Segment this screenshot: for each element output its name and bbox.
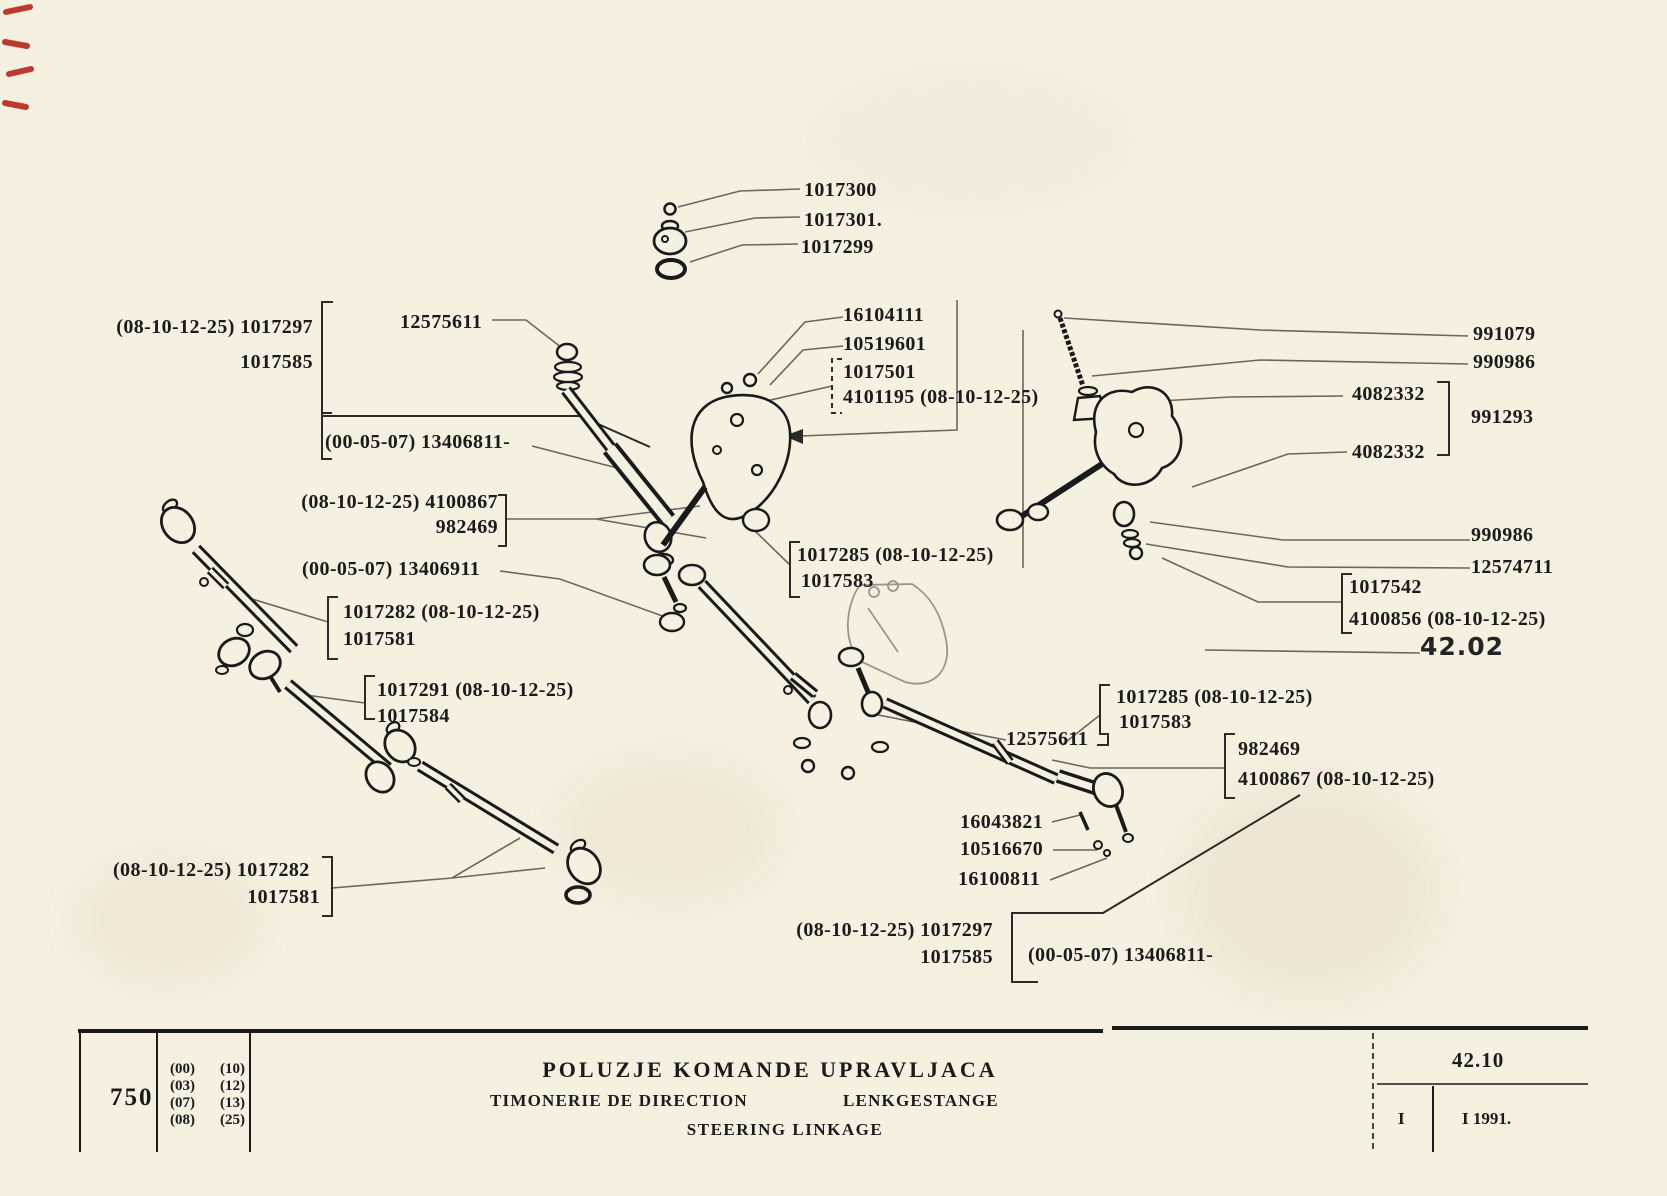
- part-number-label: 982469: [435, 516, 498, 538]
- steering-knuckle-drawing: [995, 309, 1183, 561]
- relay-bracket-drawing: [846, 580, 949, 685]
- part-number-label: 1017585: [920, 946, 993, 968]
- part-number-label: 1017285 (08-10-12-25): [797, 544, 994, 566]
- part-number-label: (00-05-07) 13406911: [302, 558, 481, 580]
- part-number-label: 4082332: [1352, 383, 1425, 405]
- part-number-label: 4100856 (08-10-12-25): [1349, 608, 1546, 630]
- variant-code: (08): [170, 1112, 195, 1128]
- variant-code: (07): [170, 1095, 195, 1111]
- leader-lines: [231, 188, 1471, 889]
- part-number-label: 1017581: [343, 628, 416, 650]
- part-number-label: 1017583: [801, 570, 874, 592]
- footer-rules: [78, 1026, 1588, 1152]
- part-number-label: 1017583: [1119, 711, 1192, 733]
- title-french: TIMONERIE DE DIRECTION: [490, 1091, 748, 1110]
- part-number-label: (00-05-07) 13406811-: [1028, 944, 1214, 966]
- part-number-label: 1017542: [1349, 576, 1422, 598]
- part-number-label: (08-10-12-25) 1017282: [113, 859, 310, 881]
- drop-arm-ball-joints-drawing: [642, 507, 771, 633]
- title-english: STEERING LINKAGE: [686, 1120, 884, 1139]
- title-serbian: POLUZJE KOMANDE UPRAVLJACA: [542, 1057, 998, 1082]
- part-number-label: (00-05-07) 13406811-: [325, 431, 511, 453]
- callout-brackets: [321, 301, 1450, 983]
- part-number-label: 1017285 (08-10-12-25): [1116, 686, 1313, 708]
- part-number-label: 1017584: [377, 705, 450, 727]
- title-german: LENKGESTANGE: [843, 1091, 999, 1110]
- part-number-label: 16043821: [960, 811, 1044, 833]
- part-number-label: 982469: [1238, 738, 1301, 760]
- part-number-label: 4100867 (08-10-12-25): [1238, 768, 1435, 790]
- part-number-label: 1017300: [804, 179, 877, 201]
- variant-code: (12): [220, 1078, 245, 1094]
- tie-rod-left-lower-drawing: [383, 721, 602, 905]
- ball-stud-top-drawing: [652, 202, 688, 280]
- part-number-label: 10519601: [843, 333, 927, 355]
- variant-code: (03): [170, 1078, 195, 1094]
- part-number-label: (08-10-12-25) 1017297: [796, 919, 993, 941]
- part-number-label: 991079: [1473, 323, 1536, 345]
- part-number-label: 4082332: [1352, 441, 1425, 463]
- part-number-label: 1017501: [843, 361, 916, 383]
- part-number-label: 16100811: [958, 868, 1041, 890]
- part-number-label: 12574711: [1471, 556, 1554, 578]
- section-number: 42.10: [1452, 1048, 1505, 1072]
- red-pen-mark-icon: [2, 4, 34, 110]
- drag-link-drawing: [697, 579, 833, 774]
- part-number-label: 16104111: [843, 304, 924, 326]
- part-number-label: 990986: [1471, 524, 1534, 546]
- drop-arm-drawing: [660, 372, 792, 547]
- variant-codes-table: (00) (10) (03) (12) (07) (13) (08) (25): [170, 1061, 254, 1129]
- relay-lever-joints-drawing: [837, 646, 890, 781]
- part-number-label: 1017585: [240, 351, 313, 373]
- variant-code: (10): [220, 1061, 245, 1077]
- part-number-label: 1017291 (08-10-12-25): [377, 679, 574, 701]
- variant-code: (00): [170, 1061, 195, 1077]
- part-number-label: 10516670: [960, 838, 1044, 860]
- part-number-label: 4101195 (08-10-12-25): [843, 386, 1039, 408]
- part-number-label: (08-10-12-25) 4100867: [301, 491, 498, 513]
- part-number-label: 991293: [1471, 406, 1534, 428]
- pointer-arrowhead: [784, 429, 803, 444]
- variant-code: (13): [220, 1095, 245, 1111]
- part-number-label: 1017301.: [804, 209, 883, 231]
- revision-mark: I: [1398, 1109, 1405, 1128]
- steering-column-link-drawing: [552, 342, 676, 568]
- part-number-label: (08-10-12-25) 1017297: [116, 316, 313, 338]
- part-number-label: 1017299: [801, 236, 874, 258]
- part-number-label: 1017581: [247, 886, 320, 908]
- part-number-label: 1017282 (08-10-12-25): [343, 601, 540, 623]
- part-number-label: 990986: [1473, 351, 1536, 373]
- variant-code: (25): [220, 1112, 245, 1128]
- part-number-label: 12575611: [1006, 728, 1089, 750]
- part-number-label: 42.02: [1420, 632, 1505, 661]
- tie-rod-right-drawing: [882, 697, 1134, 857]
- revision-date: I 1991.: [1462, 1109, 1512, 1128]
- page-number: 750: [110, 1084, 154, 1111]
- part-number-label: 12575611: [400, 311, 483, 333]
- tie-rod-left-upper-drawing: [159, 498, 396, 794]
